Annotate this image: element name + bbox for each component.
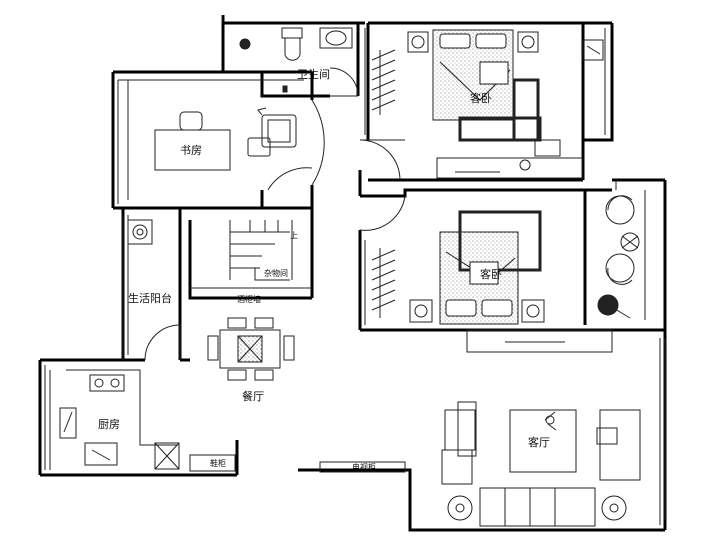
label-utility-balcony: 生活阳台: [128, 291, 172, 305]
upper-bedroom-furniture: [371, 29, 604, 179]
middle-bedroom-furniture: [371, 210, 613, 353]
label-storage: 杂物间: [264, 268, 288, 278]
label-bathroom: 卫生间: [297, 67, 330, 81]
wall-details: [44, 15, 661, 525]
bathroom-fixtures: [239, 27, 353, 93]
label-wine-cabinet: 酒柜墙: [237, 294, 261, 304]
doors: [144, 67, 666, 520]
room-labels: 卫生间 客卧 书房 客卧 杂物间 上 生活阳台 酒柜墙 餐厅 厨房 鞋柜 电视柜…: [98, 67, 550, 472]
washer: [127, 219, 153, 245]
label-living: 客厅: [528, 435, 550, 449]
living-furniture: [319, 401, 641, 527]
label-kitchen: 厨房: [98, 418, 120, 431]
label-dining: 餐厅: [242, 389, 264, 403]
label-guest-bedroom-mid: 客卧: [480, 267, 502, 281]
stairs: [229, 220, 293, 281]
label-guest-bedroom-top: 客卧: [470, 91, 492, 105]
label-shoe-cabinet: 鞋柜: [210, 458, 226, 468]
label-tv-cabinet: 电视柜: [352, 462, 376, 472]
dining-table: [207, 317, 295, 381]
walls: [38, 15, 667, 532]
label-study: 书房: [180, 144, 202, 157]
balcony-furniture: [597, 195, 640, 319]
label-stair-up: 上: [290, 231, 298, 240]
study-furniture: [154, 107, 297, 171]
kitchen-fixtures: [59, 374, 236, 472]
